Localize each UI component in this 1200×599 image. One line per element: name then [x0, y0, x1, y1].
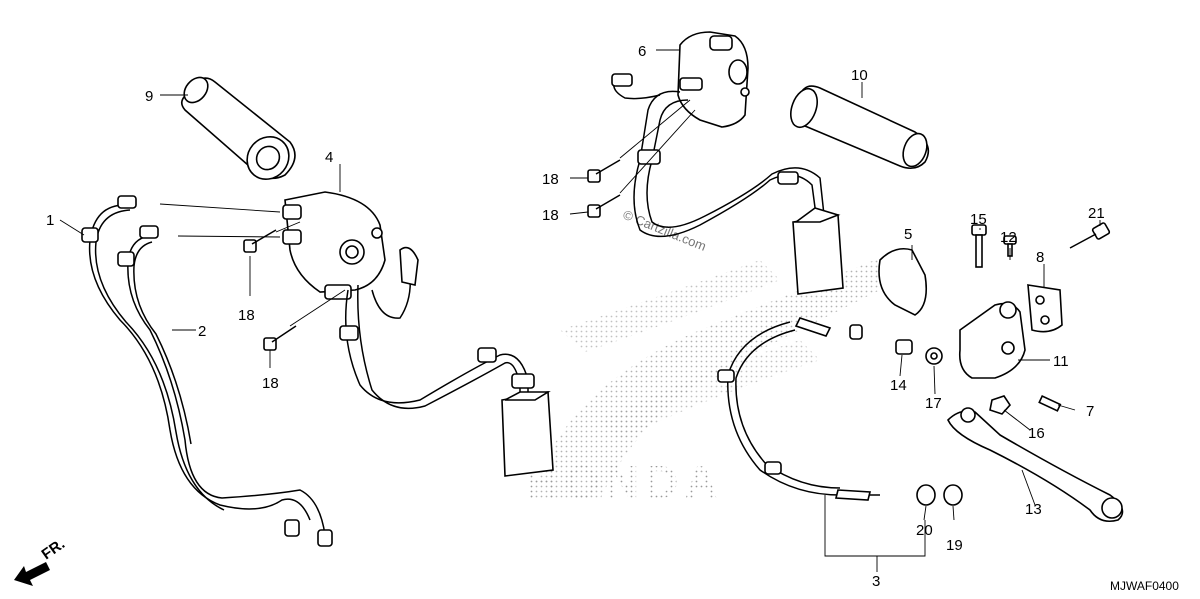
callout-5: 5 [904, 226, 912, 243]
callout-4: 4 [325, 149, 333, 166]
clutch-lever-part-13 [947, 407, 1124, 523]
callout-18d: 18 [542, 207, 559, 224]
holder-part-8 [1027, 284, 1063, 333]
callout-13: 13 [1025, 501, 1042, 518]
callout-21: 21 [1088, 205, 1105, 222]
callout-14: 14 [890, 377, 907, 394]
callout-8: 8 [1036, 249, 1044, 266]
clutch-cable-part-3 [717, 317, 880, 501]
callout-11: 11 [1053, 353, 1069, 370]
figure-code: MJWAF0400 [1110, 579, 1179, 593]
left-switch-housing-part-4 [282, 191, 386, 300]
callout-15: 15 [970, 211, 987, 228]
callout-16: 16 [1028, 425, 1045, 442]
right-grip-part-10 [790, 85, 930, 170]
callout-1: 1 [46, 212, 54, 229]
callout-9: 9 [145, 88, 153, 105]
callout-17: 17 [925, 395, 942, 412]
front-direction-label: FR. [39, 535, 69, 563]
callout-labels: 1 2 3 4 5 6 7 8 9 10 11 12 13 14 15 16 1… [46, 43, 1105, 590]
callout-12: 12 [1000, 229, 1017, 246]
left-switch-harness [339, 246, 554, 477]
callout-18c: 18 [542, 171, 559, 188]
right-switch-housing-part-6 [677, 31, 750, 128]
callout-18a: 18 [238, 307, 255, 324]
callout-3: 3 [872, 573, 880, 590]
callout-7: 7 [1086, 403, 1094, 420]
lever-bracket-part-11 [958, 301, 1026, 379]
lever-cover-part-5 [878, 247, 928, 316]
callout-18b: 18 [262, 375, 279, 392]
throttle-cables-part-1-2 [81, 195, 333, 547]
leader-lines [59, 49, 1101, 572]
honda-wing-logo: HONDA [525, 250, 920, 508]
callout-6: 6 [638, 43, 646, 60]
left-grip-part-9 [180, 76, 296, 180]
honda-logo-text: HONDA [525, 456, 724, 508]
hardware-parts [243, 159, 1111, 506]
callout-19: 19 [946, 537, 963, 554]
watermark: © Cartzilla.com [621, 207, 709, 254]
callout-10: 10 [851, 67, 868, 84]
right-switch-harness [611, 73, 844, 295]
callout-2: 2 [198, 323, 206, 340]
front-direction-marker: FR. [14, 535, 68, 586]
callout-20: 20 [916, 522, 933, 539]
